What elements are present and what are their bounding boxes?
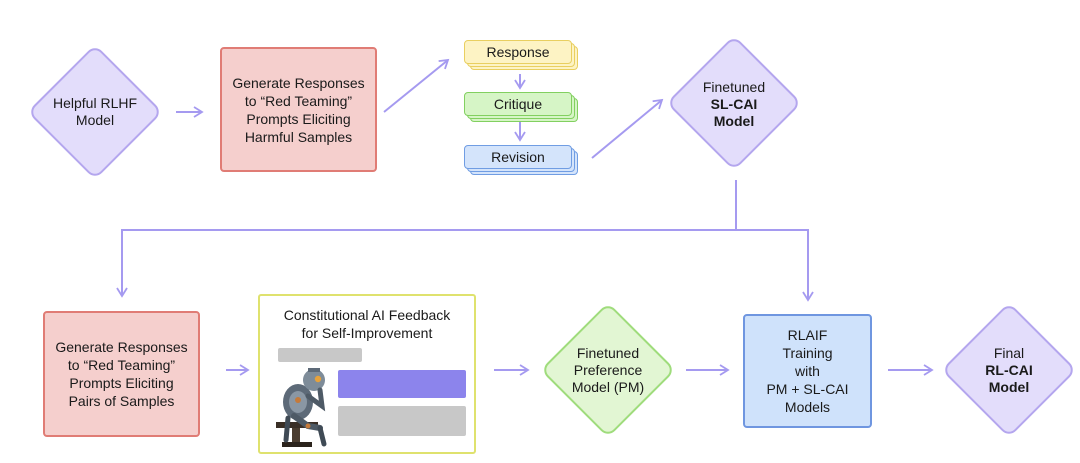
generate-pairs-box: Generate Responses to “Red Teaming” Prom…: [43, 311, 200, 437]
gen1-line-3: Prompts Eliciting: [246, 110, 351, 127]
revision-stack: Revision: [464, 145, 578, 175]
feedback-title-line-1: Constitutional AI Feedback: [283, 307, 451, 323]
critique-label: Critique: [464, 92, 572, 116]
sl-cai-label: Finetuned SL-CAI Model: [674, 74, 794, 134]
arrow-split-to-rlaif: [736, 229, 814, 302]
arrow-generate-to-response: [383, 58, 450, 113]
gen2-line-1: Generate Responses: [55, 339, 188, 355]
rlaif-line-3: with: [795, 363, 820, 379]
rlaif-line-5: Models: [784, 399, 831, 415]
rlaif-line-4: PM + SL-CAI: [766, 381, 849, 397]
purple-bubble: [338, 370, 466, 398]
rl-cai-line-1: Final: [993, 344, 1025, 361]
gray-bubble-top: [278, 348, 362, 362]
sl-cai-line-1: Finetuned: [702, 78, 766, 95]
rlaif-box: RLAIF Training with PM + SL-CAI Models: [743, 314, 872, 428]
gen1-line-4: Harmful Samples: [244, 128, 353, 145]
feedback-title-line-2: for Self-Improvement: [301, 325, 433, 341]
sl-cai-line-2: SL-CAI: [710, 95, 758, 112]
response-label: Response: [464, 40, 572, 64]
rl-cai-line-3: Model: [988, 378, 1030, 395]
gen1-line-2: to “Red Teaming”: [244, 92, 353, 109]
pm-line-3: Model (PM): [571, 378, 645, 395]
rl-cai-label: Final RL-CAI Model: [949, 340, 1069, 400]
rl-cai-line-2: RL-CAI: [985, 361, 1033, 378]
gray-bubble-bottom: [338, 406, 466, 436]
feedback-box: Constitutional AI Feedback for Self-Impr…: [258, 294, 476, 454]
critique-stack: Critique: [464, 92, 578, 122]
gen2-line-3: Prompts Eliciting: [69, 375, 174, 391]
sl-cai-line-3: Model: [713, 112, 755, 129]
feedback-title: Constitutional AI Feedback for Self-Impr…: [260, 306, 474, 342]
pm-label: Finetuned Preference Model (PM): [548, 340, 668, 400]
robot-thinker-icon: [276, 368, 327, 447]
pm-line-2: Preference: [573, 361, 643, 378]
generate-harmful-box: Generate Responses to “Red Teaming” Prom…: [220, 47, 377, 172]
rlaif-line-2: Training: [782, 345, 833, 361]
revision-label: Revision: [464, 145, 572, 169]
gen1-line-1: Generate Responses: [232, 74, 365, 91]
helpful-model-label: Helpful RLHF Model: [35, 84, 155, 140]
pm-line-1: Finetuned: [576, 344, 640, 361]
gen2-line-2: to “Red Teaming”: [67, 357, 176, 373]
arrow-split-to-generate-2: [116, 229, 736, 298]
helpful-model-line-1: Helpful RLHF: [52, 95, 138, 111]
response-stack: Response: [464, 40, 578, 70]
rlaif-line-1: RLAIF: [787, 327, 828, 343]
helpful-model-line-2: Model: [75, 112, 115, 128]
arrow-revision-to-sl-cai: [591, 98, 664, 159]
gen2-line-4: Pairs of Samples: [68, 393, 175, 409]
